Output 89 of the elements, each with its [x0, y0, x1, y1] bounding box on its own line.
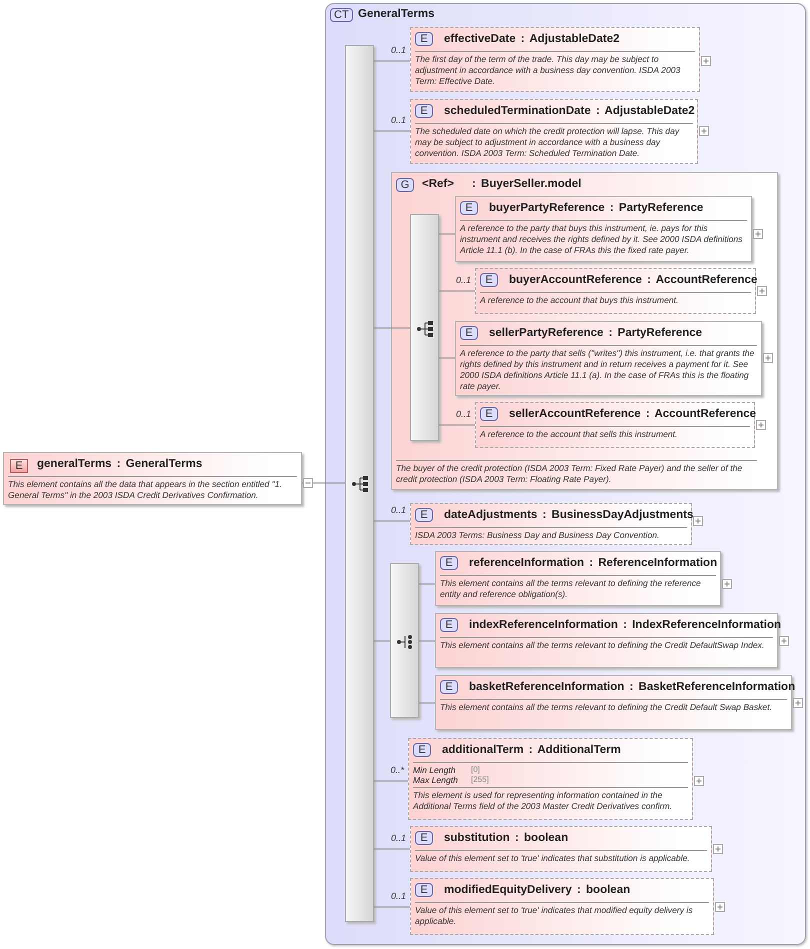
type-badge: E — [440, 680, 458, 694]
element-name: sellerPartyReference : PartyReference — [489, 327, 702, 339]
element-box — [455, 321, 762, 396]
cardinality: 0..1 — [454, 275, 471, 285]
type-badge: E — [460, 201, 478, 215]
group-name: : BuyerSeller.model — [472, 178, 582, 190]
description: The first day of the term of the trade. This day may be subject to adjustment in accordance with a business day convention. ISDA 2003 Term: Effective Date. — [415, 53, 682, 87]
cardinality: 0..1 — [390, 505, 406, 515]
connector-line — [374, 130, 410, 132]
connector-line — [418, 702, 436, 704]
element-name: referenceInformation : ReferenceInformation — [469, 557, 718, 569]
cardinality: 0..1 — [390, 833, 406, 843]
ref-label: <Ref> — [422, 178, 454, 190]
element-name: basketReferenceInformation : BasketReferenceInformation — [469, 681, 796, 693]
element-box — [410, 878, 714, 935]
cardinality: 0..1 — [390, 45, 406, 55]
description: This element contains all the terms relevant to defining the Credit DefaultSwap Index. — [440, 639, 766, 651]
type-badge: E — [440, 618, 458, 632]
choice-bar — [390, 563, 419, 718]
element-name: indexReferenceInformation : IndexReferenceInformation — [469, 619, 782, 631]
description: A reference to the account that buys this instrument. — [480, 294, 680, 306]
description: A reference to the party that buys this instrument, ie. pays for this instrument and receives the rights defined by it. See 2000 ISDA definitions Article 11.1 (b). In the case of FRAs this the fixed rate payer. — [460, 222, 744, 256]
element-name: buyerAccountReference : AccountReference — [509, 274, 758, 286]
type-badge: G — [396, 178, 414, 192]
connector-line — [374, 640, 390, 642]
connector-line — [374, 780, 408, 782]
description: The buyer of the credit protection (ISDA 2003 Term: Fixed Rate Payer) and the seller of the credit protection (ISDA 2003 Term: Floating Rate Payer). — [396, 462, 744, 485]
connector-line — [438, 290, 476, 292]
group-box — [391, 172, 778, 490]
type-badge: E — [415, 32, 433, 46]
element-name: effectiveDate : AdjustableDate2 — [444, 33, 620, 45]
element-name: substitution : boolean — [444, 832, 568, 844]
description: The scheduled date on which the credit protection will lapse. This day may be subject to adjustment in accordance with a business day convention. ISDA 2003 Term: Scheduled Termination Date. — [415, 125, 680, 159]
type-badge: E — [480, 407, 498, 421]
element-name: additionalTerm : AdditionalTerm — [442, 744, 621, 756]
element-box — [410, 99, 698, 164]
facet-value: [0] — [471, 765, 481, 775]
cardinality: 0..1 — [454, 409, 471, 419]
description: This element is used for representing information contained in the Additional Terms field of the 2003 Master Credit Derivatives confirm. — [413, 789, 674, 812]
description: This element contains all the terms relevant to defining the reference entity and reference obligation(s). — [440, 577, 702, 600]
type-name: GeneralTerms — [358, 8, 434, 20]
type-badge: E — [415, 831, 433, 845]
type-badge: E — [413, 743, 431, 757]
facet-value: [255] — [471, 775, 490, 785]
description: This element contains all the data that appears in the section entitled "1. General Terms" in the 2003 ISDA Credit Derivatives Confirmation. — [8, 478, 283, 501]
facet-name: Min Length — [413, 765, 457, 775]
type-badge: E — [415, 508, 433, 522]
element-name: scheduledTerminationDate : AdjustableDate2 — [444, 105, 695, 117]
type-badge: E — [460, 326, 478, 340]
cardinality: 0..1 — [390, 115, 406, 125]
element-box — [475, 402, 755, 448]
connector-line — [374, 906, 410, 908]
element-box — [408, 738, 693, 820]
complex-type-box — [325, 3, 806, 945]
type-badge: E — [415, 104, 433, 118]
connector-line — [374, 848, 410, 850]
type-badge: E — [10, 459, 28, 473]
description: This element contains all the terms relevant to defining the Credit Default Swap Basket. — [440, 701, 773, 713]
cardinality: 0..* — [389, 765, 404, 775]
sequence-bar — [410, 214, 439, 441]
description: A reference to the party that sells ("writes") this instrument, i.e. that grants the rights defined by this instrument and in return receives a payment for it. See 2000 ISDA definitions Article 11.1 (a). In the case of FRAs this is the floating rate payer. — [460, 347, 756, 392]
type-badge: E — [440, 556, 458, 570]
connector-line — [374, 520, 410, 522]
element-box — [435, 551, 721, 606]
connector-line — [418, 640, 436, 642]
element-box — [455, 196, 752, 262]
element-name: modifiedEquityDelivery : boolean — [444, 884, 630, 896]
sequence-bar — [345, 45, 374, 922]
element-name: dateAdjustments : BusinessDayAdjustments — [444, 509, 694, 521]
element-name: generalTerms : GeneralTerms — [37, 458, 202, 470]
connector-line — [302, 482, 346, 484]
element-box — [410, 27, 700, 92]
type-badge: CT — [330, 8, 353, 22]
connector-line — [438, 424, 476, 426]
description: ISDA 2003 Terms: Business Day and Business Day Convention. — [415, 529, 660, 541]
element-name: buyerPartyReference : PartyReference — [489, 202, 704, 214]
element-name: sellerAccountReference : AccountReference — [509, 408, 756, 420]
description: Value of this element set to 'true' indicates that modified equity delivery is applicable. — [415, 904, 694, 927]
element-box — [410, 826, 712, 872]
element-box — [475, 268, 756, 314]
connector-line — [374, 60, 410, 62]
element-box — [3, 452, 302, 505]
type-badge: E — [415, 883, 433, 897]
description: Value of this element set to 'true' indicates that substitution is applicable. — [415, 852, 691, 864]
facet-name: Max Length — [413, 775, 459, 785]
cardinality: 0..1 — [390, 891, 406, 901]
type-badge: E — [480, 273, 498, 287]
description: A reference to the account that sells this instrument. — [480, 428, 678, 440]
element-box — [410, 503, 692, 545]
